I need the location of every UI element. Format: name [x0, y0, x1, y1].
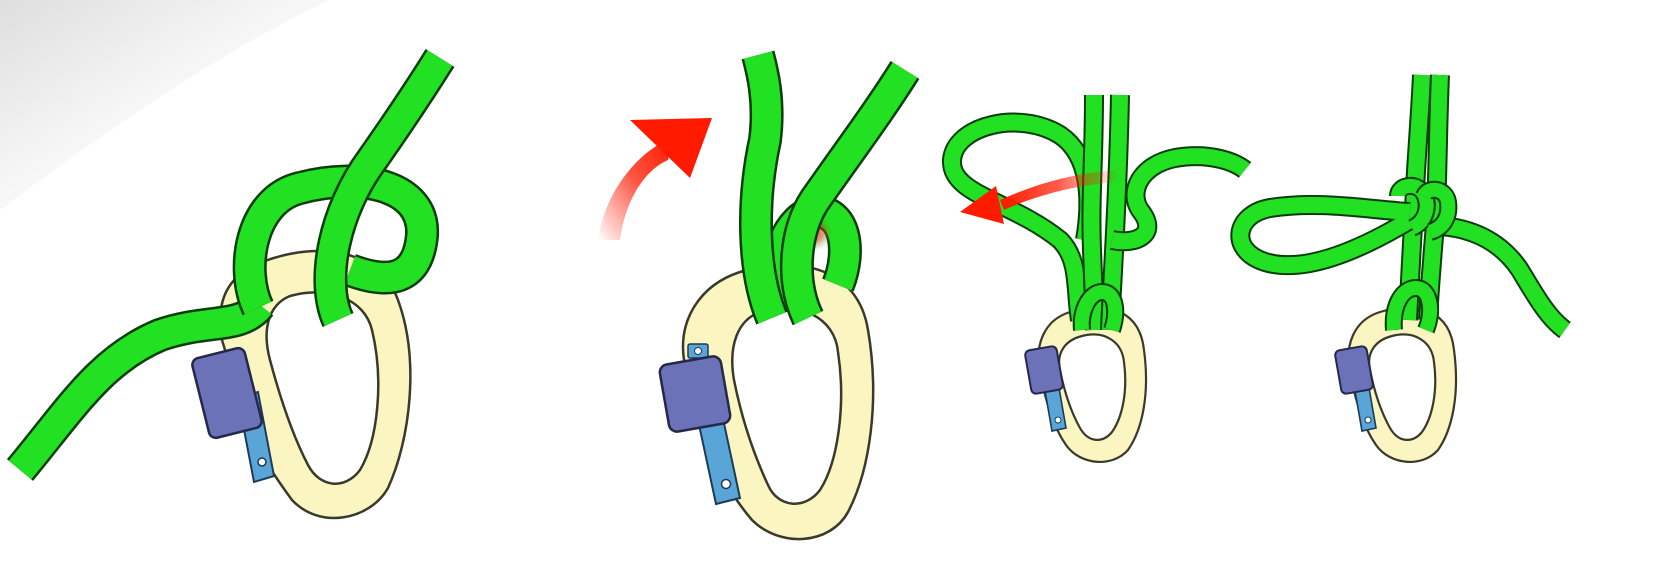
- step-3-carabiner: [1024, 308, 1146, 462]
- step-2-rope: [756, 55, 905, 318]
- step-4-carabiner: [1334, 308, 1456, 462]
- step-2-arrow: [598, 118, 712, 240]
- step-3-panel: [952, 95, 1245, 462]
- step-2-panel: [598, 55, 905, 539]
- step-4-rope: [1240, 75, 1565, 330]
- step-4-panel: [1240, 75, 1565, 462]
